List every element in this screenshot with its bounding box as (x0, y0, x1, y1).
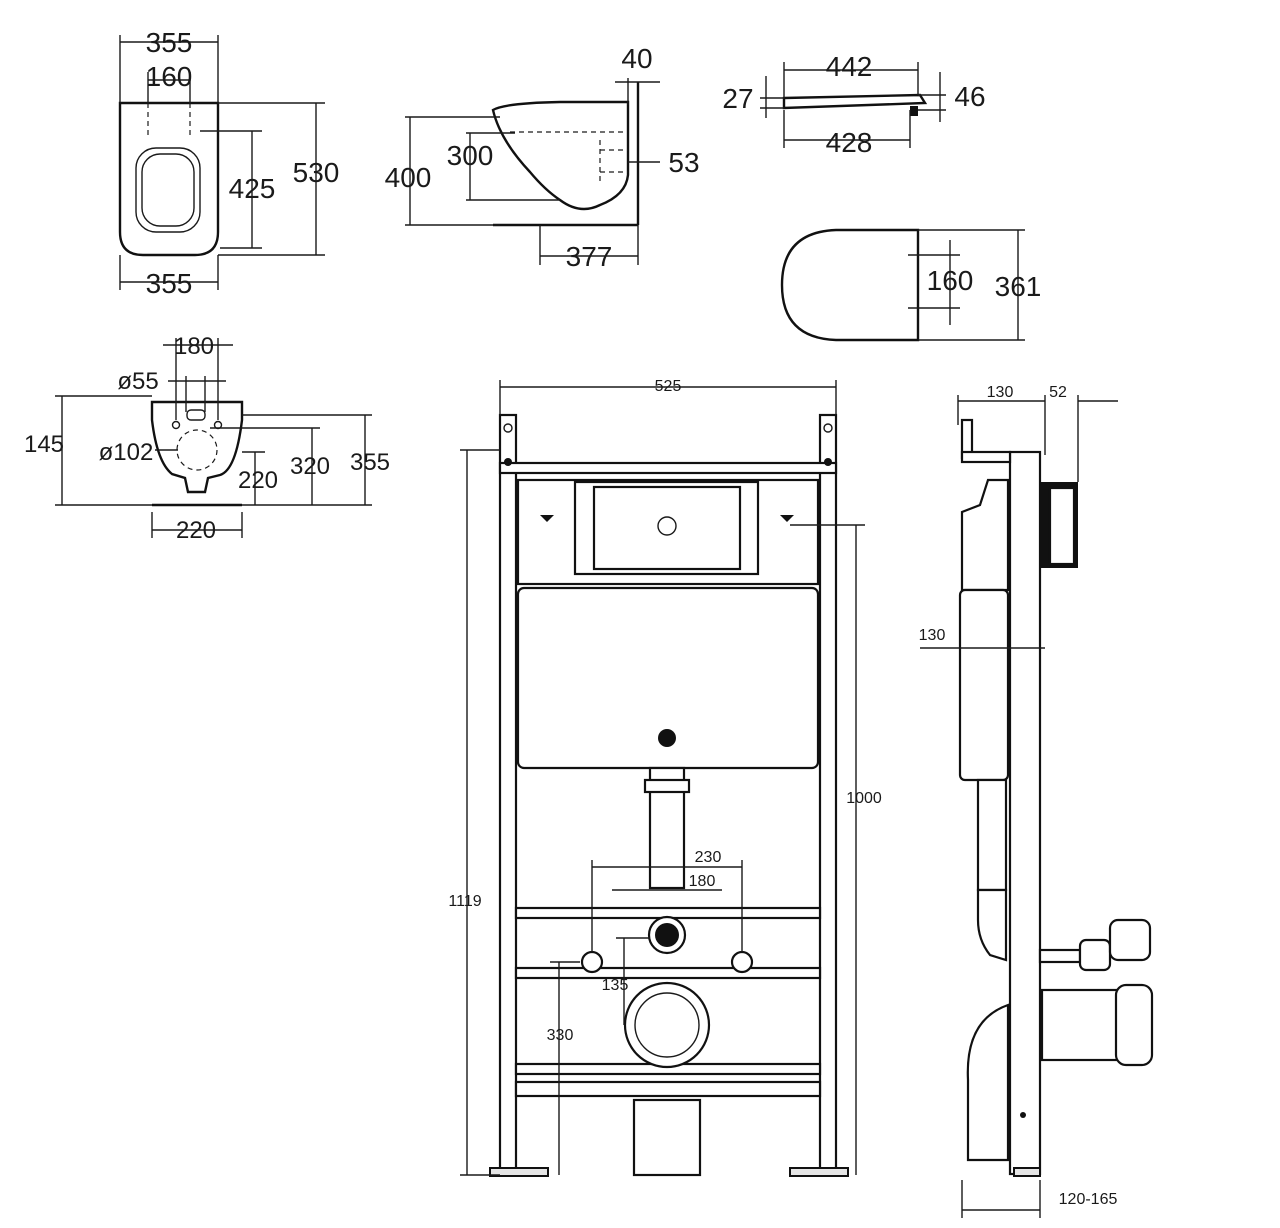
bowl-back-base-width-label: 220 (176, 517, 216, 544)
frame-front-outlet-height-label: 330 (547, 1027, 574, 1044)
bowl-back-view: 180 ø55 145 ø102 220 320 355 220 (24, 333, 390, 544)
bowl-side-wall-offset-label: 40 (621, 43, 652, 74)
seat-side-length-top-label: 442 (826, 51, 873, 82)
frame-front-height-label: 1119 (448, 893, 481, 910)
frame-side-wall-range-label: 120-165 (1059, 1191, 1118, 1208)
seat-top-view: 160 361 (780, 228, 1042, 342)
bowl-top-width-label: 355 (146, 27, 193, 58)
seat-top-width-label: 361 (995, 271, 1042, 302)
seat-top-hole-spacing-label: 160 (927, 265, 974, 296)
bowl-top-view: 355 160 425 530 355 (118, 27, 340, 299)
bowl-top-length-label: 530 (293, 157, 340, 188)
frame-side-cistern-depth-label: 130 (919, 627, 946, 644)
seat-side-view: 442 27 46 428 (722, 51, 985, 158)
bowl-back-inlet-height-label: 320 (290, 453, 330, 480)
seat-side-length-bottom-label: 428 (826, 127, 873, 158)
frame-front-fixing-inner-label: 180 (689, 873, 716, 890)
frame-front-outlet-offset-label: 135 (602, 977, 629, 994)
bowl-back-inlet-diameter-label: ø55 (117, 368, 158, 395)
bowl-side-outlet-depth-label: 53 (668, 147, 699, 178)
bowl-back-fixing-spacing-label: 180 (174, 333, 214, 360)
bowl-back-height-left-label: 145 (24, 431, 64, 458)
bowl-side-projection-label: 377 (566, 241, 613, 272)
frame-side-button-protrusion-label: 52 (1049, 384, 1067, 401)
frame-front-view: 525 1119 1000 230 180 135 330 (448, 378, 882, 1177)
frame-front-button-height-label: 1000 (846, 790, 882, 807)
frame-front-width-label: 525 (655, 378, 682, 395)
bowl-side-view: 40 400 300 53 377 (385, 43, 700, 272)
frame-side-view: 130 52 130 120-165 (919, 384, 1154, 1218)
bowl-back-outlet-diameter-label: ø102 (99, 439, 154, 466)
seat-side-thickness-right-label: 46 (954, 81, 985, 112)
bowl-top-hole-spacing-label: 160 (146, 61, 193, 92)
bowl-top-hole-to-back-label: 425 (229, 173, 276, 204)
bowl-back-fixing-height-label: 220 (238, 467, 278, 494)
bowl-top-bottom-width-label: 355 (146, 268, 193, 299)
bowl-side-outlet-height-label: 300 (447, 140, 494, 171)
frame-front-fixing-outer-label: 230 (695, 849, 722, 866)
frame-side-depth-label: 130 (987, 384, 1014, 401)
bowl-side-height-label: 400 (385, 162, 432, 193)
seat-side-thickness-left-label: 27 (722, 83, 753, 114)
bowl-back-total-height-label: 355 (350, 449, 390, 476)
